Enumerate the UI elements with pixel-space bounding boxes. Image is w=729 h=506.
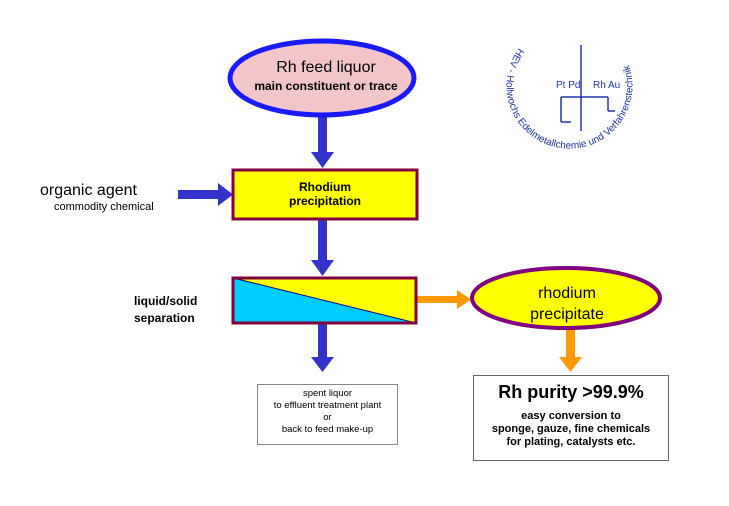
logo-right-metals: Rh Au <box>593 80 620 91</box>
purity-line1: easy conversion to <box>521 409 621 422</box>
separation-line2: separation <box>134 311 195 325</box>
separation-label: liquid/solid separation <box>116 293 244 327</box>
arrow-precipitate-to-purity <box>559 328 582 372</box>
spent-line4: back to feed make-up <box>281 424 374 435</box>
organic-agent-label: organic agent commodity chemical <box>40 182 180 214</box>
precipitation-box <box>231 168 419 221</box>
feed-subtitle: main constituent or trace <box>254 79 398 94</box>
logo-ring-text: HEV - Hollwochs Edelmetallchemie und Ver… <box>503 46 635 152</box>
purity-line3: for plating, catalysts etc. <box>506 435 636 448</box>
precipitation-line1: Rhodium <box>299 180 351 194</box>
precipitation-line2: precipitation <box>288 193 361 208</box>
precipitation-label: Rhodium precipitation <box>233 180 417 209</box>
precipitate-line2: precipitate <box>530 306 604 323</box>
feed-title: Rh feed liquor <box>276 59 376 76</box>
organic-agent-subtitle: commodity chemical <box>54 201 154 214</box>
precipitate-ellipse <box>470 266 662 330</box>
feed-label: Rh feed liquor main constituent or trace <box>238 59 414 94</box>
spent-line2: to effluent treatment plant <box>273 400 382 411</box>
separation-box <box>231 276 418 325</box>
arrow-precipitation-to-separation <box>311 219 334 276</box>
hev-logo: Pt Pd Rh Au HEV - Hollwochs Edelmetallch… <box>503 45 636 152</box>
spent-liquor-box: spent liquor to effluent treatment plant… <box>257 384 398 445</box>
organic-agent-title: organic agent <box>40 182 137 199</box>
spent-line3: or <box>323 412 332 423</box>
precipitate-line1: rhodium <box>538 285 596 302</box>
arrow-feed-to-precipitation <box>311 115 334 168</box>
purity-box: Rh purity >99.9% easy conversion to spon… <box>473 375 669 461</box>
logo-left-metals: Pt Pd <box>556 80 580 91</box>
separation-line1: liquid/solid <box>134 294 198 308</box>
feed-ellipse <box>227 38 417 118</box>
purity-line2: sponge, gauze, fine chemicals <box>491 422 651 435</box>
purity-details: easy conversion to sponge, gauze, fine c… <box>474 410 668 449</box>
logo-ring-path: HEV - Hollwochs Edelmetallchemie und Ver… <box>503 46 635 152</box>
arrow-organic-to-precipitation <box>178 183 233 206</box>
arrow-separation-to-spent <box>311 324 334 372</box>
precipitate-label: rhodium precipitate <box>474 283 660 325</box>
purity-title: Rh purity >99.9% <box>498 382 644 402</box>
spent-line1: spent liquor <box>302 388 353 399</box>
arrow-separation-to-precipitate <box>416 290 471 309</box>
